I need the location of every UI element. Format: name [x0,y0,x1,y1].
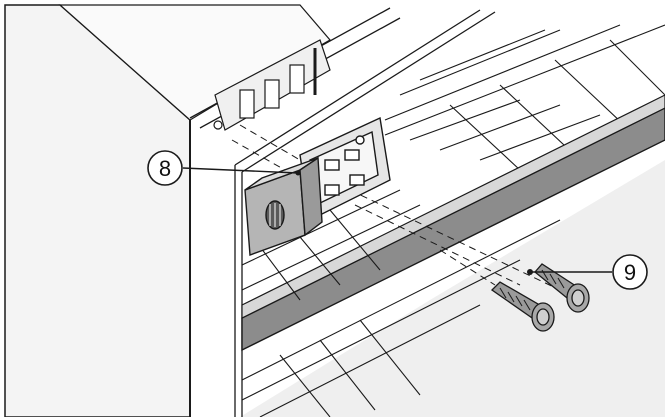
front-rail-top [241,94,665,319]
shelf-grid-lower [241,189,561,417]
screw-1 [490,281,555,332]
callout-8-label: 8 [159,156,171,181]
interior-shading [240,160,665,417]
callout-8: 8 [147,150,301,186]
top-mount-bracket [213,39,331,131]
callout-9-label: 9 [624,260,636,285]
screw-2 [534,263,590,313]
appliance-front-edge [234,165,243,417]
alignment-guides [231,124,561,291]
bracket-cover-block [244,156,323,256]
callout-9: 9 [527,254,648,290]
